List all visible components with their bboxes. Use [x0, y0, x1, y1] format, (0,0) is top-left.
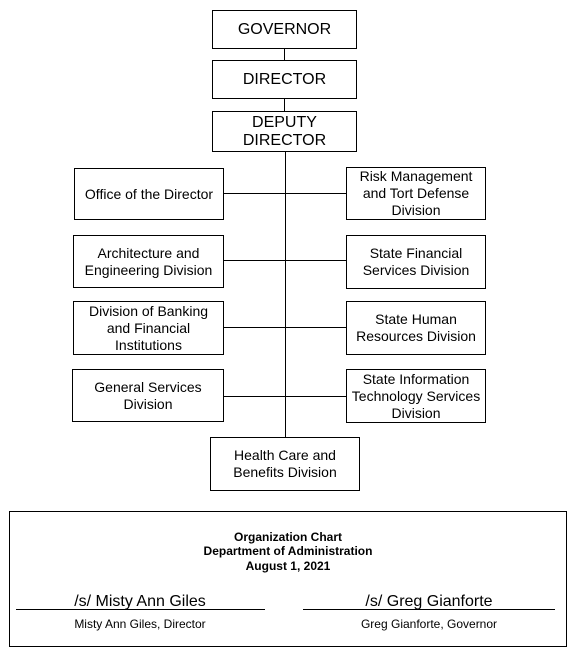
connector-row2 — [223, 260, 347, 261]
state-it-box: State Information Technology Services Di… — [346, 369, 486, 423]
footer-department: Department of Administration — [203, 544, 373, 558]
state-human-resources-box: State Human Resources Division — [346, 301, 486, 355]
signature-block: Organization Chart Department of Adminis… — [9, 511, 567, 647]
connector-row4 — [223, 396, 347, 397]
right-signer-name: Greg Gianforte, Governor — [360, 617, 498, 631]
left-signature-line — [16, 609, 265, 610]
director-box: DIRECTOR — [212, 60, 357, 99]
connector-governor-director — [284, 49, 285, 60]
right-signature-line — [303, 609, 555, 610]
left-signature: /s/ Misty Ann Giles — [74, 593, 206, 610]
right-signature: /s/ Greg Gianforte — [365, 593, 493, 610]
risk-management-box: Risk Management and Tort Defense Divisio… — [346, 167, 486, 220]
general-services-box: General Services Division — [72, 369, 224, 422]
architecture-engineering-box: Architecture and Engineering Division — [73, 235, 224, 288]
deputy-director-box: DEPUTY DIRECTOR — [212, 111, 357, 152]
footer-date: August 1, 2021 — [245, 559, 331, 573]
footer-title: Organization Chart — [233, 530, 342, 544]
health-care-benefits-box: Health Care and Benefits Division — [210, 437, 360, 491]
connector-row1 — [223, 193, 347, 194]
state-financial-box: State Financial Services Division — [346, 235, 486, 289]
banking-financial-box: Division of Banking and Financial Instit… — [73, 301, 224, 355]
governor-box: GOVERNOR — [212, 10, 357, 49]
connector-main-trunk — [285, 152, 286, 438]
connector-row3 — [223, 327, 347, 328]
left-signer-name: Misty Ann Giles, Director — [74, 617, 206, 631]
office-of-director-box: Office of the Director — [74, 168, 224, 220]
connector-director-deputy — [284, 99, 285, 111]
